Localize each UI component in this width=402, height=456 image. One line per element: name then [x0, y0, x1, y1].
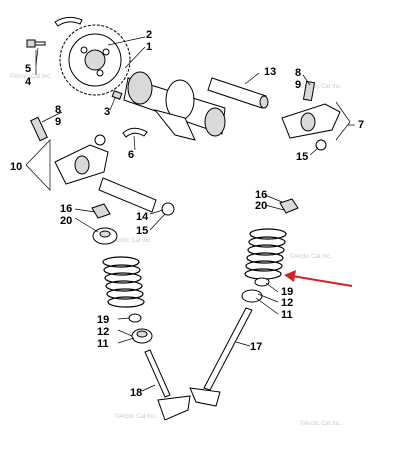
callout-15: 15: [296, 151, 308, 163]
callout-16: 16: [60, 203, 72, 215]
callout-9: 9: [55, 116, 61, 128]
callout-11: 11: [97, 338, 109, 350]
watermark-text: ©Arctic Cat Inc.: [300, 420, 342, 427]
callout-10: 10: [10, 161, 22, 173]
rocker-shaft: [207, 77, 269, 109]
callout-5: 5: [25, 63, 31, 75]
callout-8: 8: [295, 67, 301, 79]
callouts: 2 1 3 5 4 6 7 13 8 9 15 8 9 10 14 15 16 …: [10, 29, 364, 399]
callout-3: 3: [104, 106, 110, 118]
lower-shaft: [98, 177, 175, 216]
callout-2: 2: [146, 29, 152, 41]
snap-ring-icon: [54, 16, 83, 27]
callout-12: 12: [281, 297, 293, 309]
callout-20: 20: [255, 200, 267, 212]
callout-4: 4: [25, 76, 32, 88]
callout-16: 16: [255, 189, 267, 201]
cam-sprocket: [59, 24, 131, 96]
callout-12: 12: [97, 326, 109, 338]
arrow-head-icon: [284, 270, 296, 282]
callout-1: 1: [146, 41, 152, 53]
watermark-text: ©Arctic Cat Inc.: [10, 73, 52, 80]
watermark-text: ©Arctic Cat Inc.: [110, 237, 152, 244]
leader-lines: [25, 36, 355, 392]
watermark-text: ©Arctic Cat Inc.: [300, 83, 342, 90]
pin-icon: [111, 90, 123, 100]
callout-13: 13: [264, 66, 276, 78]
callout-15: 15: [136, 225, 148, 237]
annotation-arrow: [284, 270, 353, 287]
camshaft: [123, 71, 226, 141]
rocker-arm-left: [30, 116, 109, 185]
arrow-shaft: [291, 275, 353, 287]
callout-8: 8: [55, 104, 61, 116]
clip-icon: [122, 127, 148, 138]
callout-6: 6: [128, 149, 134, 161]
callout-19: 19: [97, 314, 109, 326]
bolt-icon: [26, 39, 46, 48]
valve-assembly-left: [91, 203, 191, 421]
watermarks: ©Arctic Cat Inc. ©Arctic Cat Inc. ©Arcti…: [10, 73, 342, 427]
callout-18: 18: [130, 387, 142, 399]
callout-11: 11: [281, 309, 293, 321]
callout-14: 14: [136, 211, 149, 223]
callout-20: 20: [60, 215, 72, 227]
watermark-text: ©Arctic Cat Inc.: [290, 253, 332, 260]
callout-7: 7: [358, 119, 364, 131]
callout-19: 19: [281, 286, 293, 298]
callout-17: 17: [250, 341, 262, 353]
watermark-text: ©Arctic Cat Inc.: [115, 413, 157, 420]
rocker-arm-right: [281, 80, 341, 151]
callout-9: 9: [295, 79, 301, 91]
